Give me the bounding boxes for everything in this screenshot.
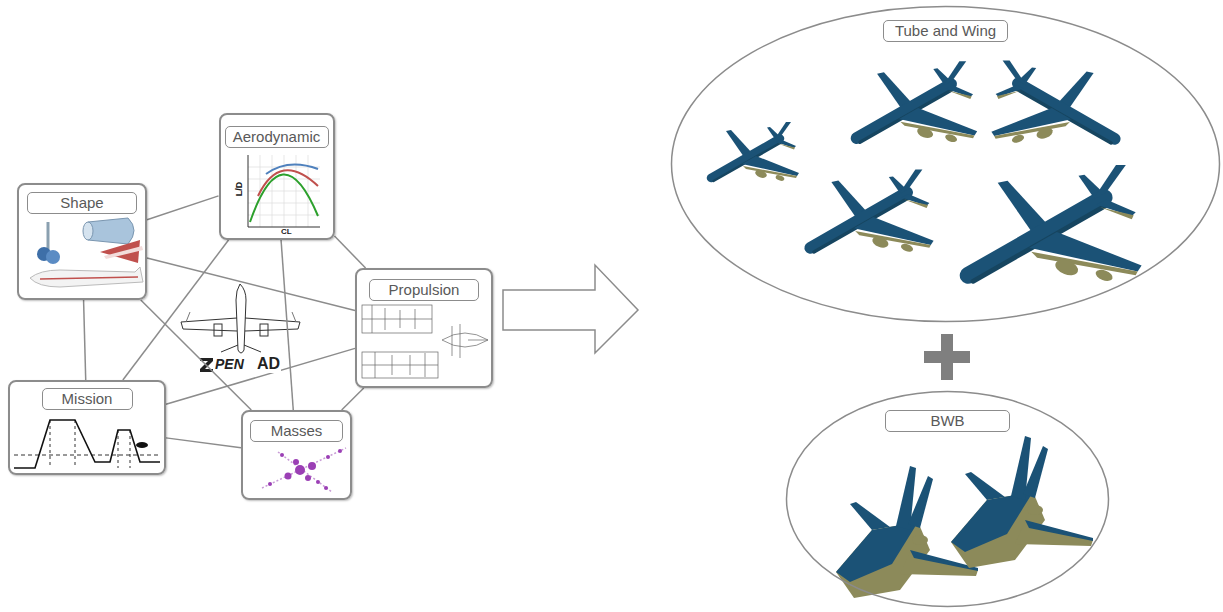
- link-line: [166, 438, 241, 448]
- module-title: Tube and Wing: [883, 20, 1008, 42]
- link-line: [141, 300, 252, 410]
- link-line: [123, 240, 229, 380]
- polar-chart: [248, 155, 320, 227]
- link-line: [147, 258, 355, 311]
- logo-text: PEN: [214, 357, 245, 372]
- mission-profile: [14, 420, 160, 468]
- module-box: Mission: [8, 380, 166, 475]
- axis-label: CL: [280, 228, 293, 237]
- link-line: [147, 196, 219, 220]
- module-box: Shape: [17, 183, 147, 300]
- module-title: Propulsion: [369, 279, 479, 301]
- link-line: [84, 300, 86, 380]
- family-ellipse: BWB: [785, 390, 1110, 608]
- plus-sign: [924, 334, 970, 380]
- family-ellipse: Tube and Wing: [670, 5, 1221, 323]
- link-line: [342, 388, 364, 410]
- mass-points: [262, 448, 346, 492]
- module-box: Aerodynamic: [219, 113, 335, 240]
- tube-wing-aircraft: [711, 60, 1142, 283]
- link-line: [281, 240, 293, 410]
- link-line: [335, 236, 366, 268]
- shape-icons: [30, 218, 143, 287]
- module-title: Mission: [42, 388, 133, 410]
- module-box: Propulsion: [355, 268, 493, 388]
- module-title: Aerodynamic: [225, 126, 329, 148]
- module-box: Masses: [241, 410, 352, 500]
- module-title: Shape: [27, 192, 137, 214]
- aircraft-sketch: [181, 284, 300, 353]
- link-line: [166, 348, 355, 404]
- axis-label: L/D: [235, 181, 245, 198]
- bwb-aircraft: [836, 436, 1093, 598]
- logo-text: AD: [256, 355, 281, 373]
- engine-drawings: [362, 305, 488, 378]
- module-title: Masses: [250, 420, 343, 442]
- module-title: BWB: [885, 410, 1010, 432]
- ellipse-outline: [670, 5, 1221, 323]
- flow-arrow: [503, 265, 638, 353]
